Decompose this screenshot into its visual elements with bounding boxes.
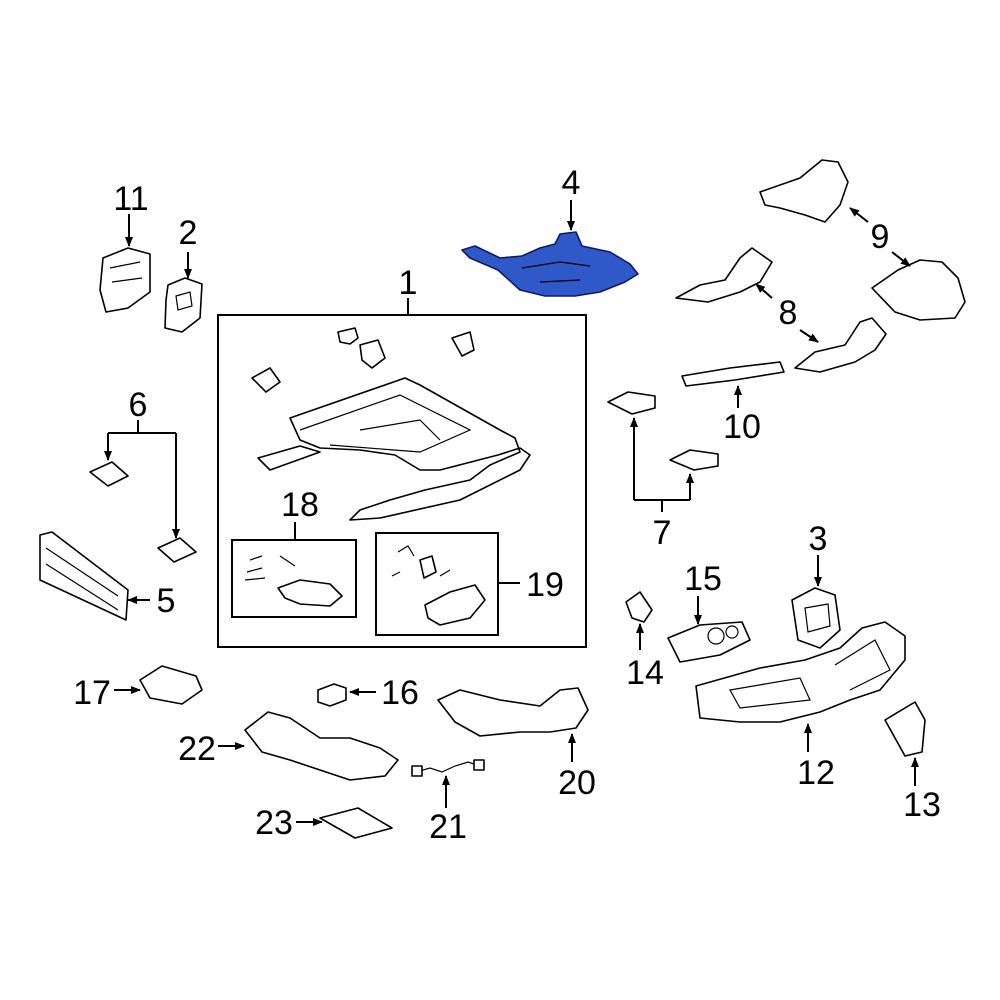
callout-3: 3 bbox=[809, 520, 828, 558]
part-16-shape bbox=[317, 683, 347, 707]
callout-9: 9 bbox=[871, 218, 890, 256]
part-12-shape bbox=[695, 621, 906, 723]
part-1-box bbox=[217, 314, 587, 648]
callout-21: 21 bbox=[429, 808, 467, 846]
part-17-shape bbox=[139, 665, 203, 705]
part-9 bbox=[759, 159, 966, 321]
part-6-clip-upper bbox=[89, 461, 129, 487]
seat-rail-left bbox=[257, 445, 321, 471]
callout-1: 1 bbox=[399, 264, 418, 302]
part-14 bbox=[625, 591, 653, 650]
part-21-connector-a bbox=[411, 765, 423, 777]
part-21-connector-b bbox=[473, 759, 485, 771]
bracket-clip-2 bbox=[359, 339, 386, 369]
part-11 bbox=[99, 214, 151, 313]
part-18-box bbox=[231, 539, 357, 618]
part-23-shape bbox=[319, 807, 393, 839]
part-23 bbox=[296, 807, 393, 839]
callout-19: 19 bbox=[526, 566, 564, 604]
callout-20: 20 bbox=[558, 764, 596, 802]
callout-13: 13 bbox=[903, 786, 941, 824]
part-4 bbox=[461, 200, 639, 297]
callout-11: 11 bbox=[113, 180, 148, 218]
part-10-shape bbox=[681, 361, 785, 387]
callout-15: 15 bbox=[684, 560, 722, 598]
part-8-upper bbox=[675, 247, 773, 303]
part-12 bbox=[695, 621, 906, 752]
part-9-lower bbox=[871, 259, 966, 321]
part-18-bracket bbox=[277, 579, 343, 607]
part-19-nut bbox=[419, 555, 437, 579]
part-13-shape bbox=[884, 701, 926, 757]
callout-14: 14 bbox=[626, 654, 664, 692]
part-16 bbox=[317, 683, 376, 707]
part-15 bbox=[667, 596, 751, 663]
bracket-clip-3 bbox=[451, 331, 475, 357]
part-14-shape bbox=[625, 591, 653, 623]
part-8 bbox=[675, 247, 887, 373]
part-8-lower bbox=[794, 317, 887, 373]
part-3 bbox=[791, 555, 841, 649]
callout-17: 17 bbox=[73, 674, 111, 712]
callout-8: 8 bbox=[779, 294, 798, 332]
part-6 bbox=[89, 420, 197, 563]
part-21 bbox=[411, 759, 485, 808]
part-9-upper bbox=[759, 159, 849, 223]
callout-10: 10 bbox=[723, 408, 761, 446]
part-6-clip-lower bbox=[157, 537, 197, 563]
part-20-shape bbox=[437, 687, 589, 737]
part-2 bbox=[164, 252, 203, 333]
seat-frame bbox=[289, 377, 531, 521]
bracket-clip-1 bbox=[337, 327, 359, 345]
part-22-shape bbox=[244, 711, 399, 781]
part-17 bbox=[114, 665, 203, 705]
callout-5: 5 bbox=[157, 582, 176, 620]
part-15-shape bbox=[667, 621, 751, 663]
part-7 bbox=[607, 391, 719, 512]
part-3-shape bbox=[791, 587, 841, 649]
part-19-bracket bbox=[424, 584, 486, 626]
part-7-clip-left bbox=[607, 391, 656, 415]
callout-12: 12 bbox=[797, 754, 835, 792]
callout-2: 2 bbox=[179, 214, 198, 252]
part-5 bbox=[39, 531, 150, 621]
bracket-clip-4 bbox=[251, 367, 281, 393]
part-10 bbox=[681, 361, 785, 408]
part-22 bbox=[218, 711, 399, 781]
part-1-group bbox=[217, 298, 587, 648]
part-7-clip-right bbox=[669, 449, 719, 471]
callout-22: 22 bbox=[178, 730, 216, 768]
callout-23: 23 bbox=[255, 804, 293, 842]
callout-7: 7 bbox=[653, 514, 672, 552]
callout-6: 6 bbox=[129, 386, 148, 424]
part-5-shape bbox=[39, 531, 129, 621]
part-13 bbox=[884, 701, 926, 786]
callout-16: 16 bbox=[381, 674, 419, 712]
callout-4: 4 bbox=[562, 164, 581, 202]
callout-18: 18 bbox=[281, 486, 319, 524]
part-2-shape bbox=[164, 277, 203, 333]
part-20 bbox=[437, 687, 589, 762]
